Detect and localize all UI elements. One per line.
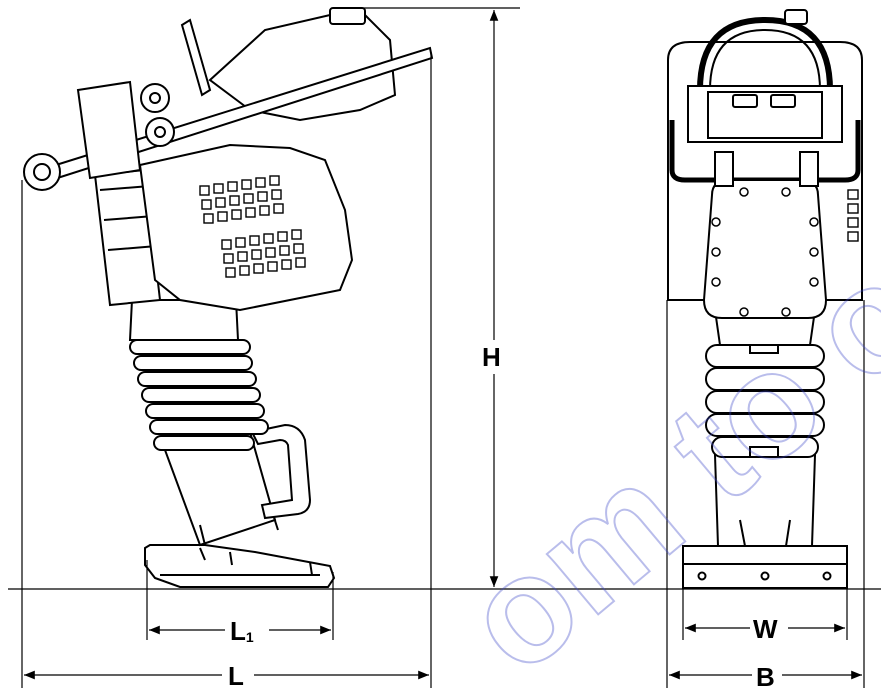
- height-label: H: [482, 342, 501, 372]
- side-throttle-lever: [180, 18, 212, 97]
- side-handle-grip: [23, 153, 61, 191]
- side-view: [23, 7, 434, 588]
- shoe-length-label-subscript: 1: [246, 629, 254, 645]
- shoe-width-label: W: [753, 614, 778, 644]
- shoe-length-label: L1: [230, 616, 254, 646]
- front-fuel-cap: [784, 9, 808, 25]
- shoe-length-label-main: L: [230, 616, 246, 646]
- overall-width-label: B: [756, 662, 775, 688]
- side-shoe: [144, 544, 336, 588]
- side-grille: [199, 175, 306, 278]
- overall-length-label: L: [228, 661, 244, 688]
- side-bellows: [129, 339, 269, 451]
- side-bracket: [76, 80, 142, 180]
- front-view: [667, 9, 863, 589]
- front-handle-loop: [697, 16, 833, 91]
- side-fuel-cap: [329, 7, 366, 25]
- side-engine-cover: [138, 143, 354, 312]
- side-guard-handle: [250, 423, 312, 520]
